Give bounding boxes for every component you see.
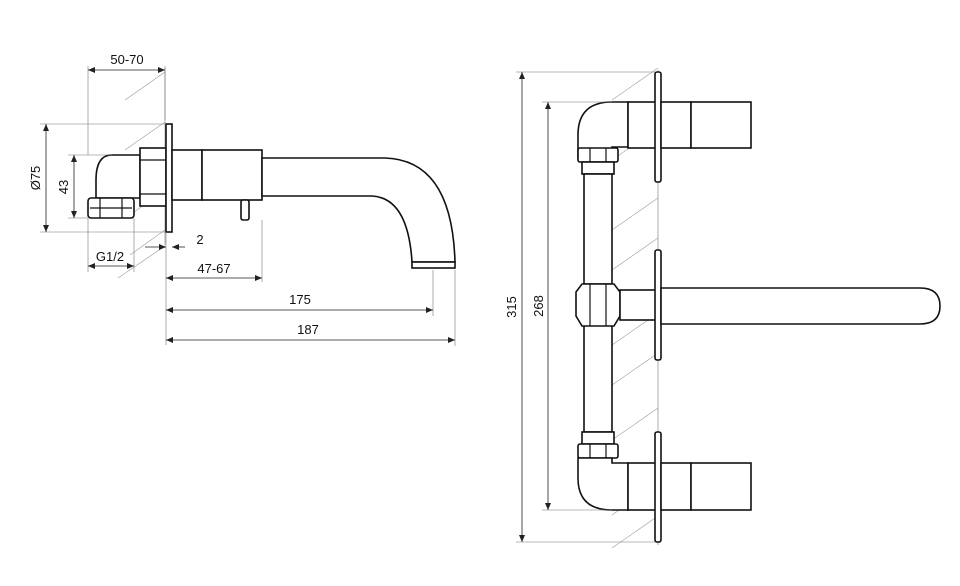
dim-flange-diameter: Ø75 <box>28 123 166 233</box>
dim-body-height: 43 <box>56 154 112 219</box>
side-valve-body <box>87 147 167 219</box>
dim-body-height-label: 43 <box>56 180 71 194</box>
side-spout <box>261 157 456 263</box>
front-bottom-handle <box>660 462 692 511</box>
dim-handle-spacing: 268 <box>531 101 612 511</box>
front-view: 315 268 <box>504 67 941 549</box>
dim-thread: G1/2 <box>87 218 166 279</box>
front-top-valve <box>577 71 752 183</box>
dim-thread-label: G1/2 <box>96 249 124 264</box>
dim-overall-reach: 187 <box>166 270 456 346</box>
dim-lever-offset: 47-67 <box>165 220 263 345</box>
dim-gap-label: 2 <box>196 232 203 247</box>
front-top-handle <box>660 101 692 149</box>
side-view: 50-70 Ø75 43 G1/2 <box>28 52 456 346</box>
dim-gap: 2 <box>145 232 204 250</box>
front-bottom-flange <box>654 431 662 543</box>
dim-spout-reach: 175 <box>166 270 434 316</box>
dim-spout-reach-label: 175 <box>289 292 311 307</box>
dim-overall-height-label: 315 <box>504 296 519 318</box>
dim-wall-depth: 50-70 <box>87 52 166 155</box>
front-bottom-valve <box>577 431 752 543</box>
dim-handle-spacing-label: 268 <box>531 295 546 317</box>
front-top-flange <box>654 71 662 183</box>
dim-overall-reach-label: 187 <box>297 322 319 337</box>
side-handle-cylinder <box>171 149 263 221</box>
dim-wall-depth-label: 50-70 <box>110 52 143 67</box>
front-center-flange <box>654 249 662 361</box>
front-vertical-pipe <box>581 161 615 445</box>
side-spout-aerator <box>411 261 456 269</box>
front-diverter-block <box>575 283 657 327</box>
front-spout <box>660 287 941 325</box>
dim-lever-offset-label: 47-67 <box>197 261 230 276</box>
side-wall-flange <box>165 123 173 233</box>
dim-flange-diameter-label: Ø75 <box>28 166 43 191</box>
dim-overall-height: 315 <box>504 71 655 543</box>
